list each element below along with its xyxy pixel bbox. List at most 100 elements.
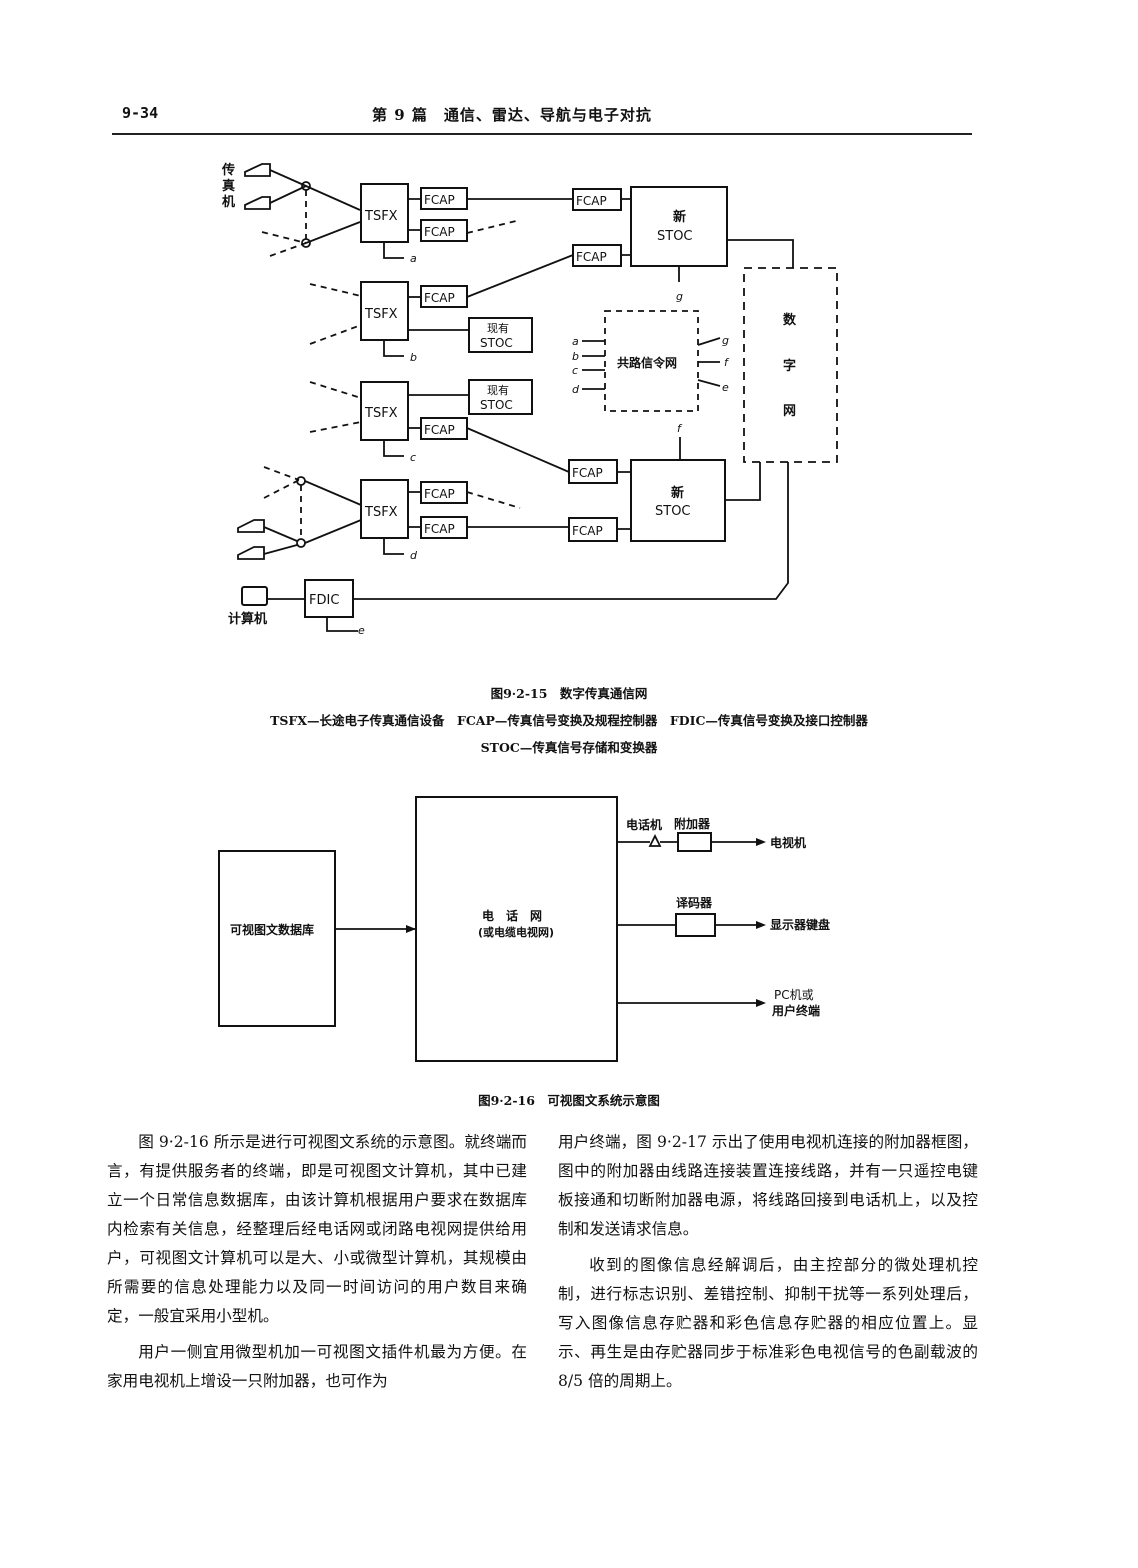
paragraph: 用户终端，图 9·2-17 示出了使用电视机连接的附加器框图，图中的附加器由线路… xyxy=(558,1133,978,1238)
decoder-label: 译码器 xyxy=(676,896,713,910)
figure-digital-fax-network: 传 真 机 TSFX FCAP FCAP a TSFX FCAP 现有 STOC… xyxy=(221,162,838,637)
page-number: 9-34 xyxy=(122,104,159,122)
connection-line xyxy=(353,462,789,600)
port-letter-f: f xyxy=(724,356,730,369)
port-letter-e: e xyxy=(358,624,365,637)
fcap-label: FCAP xyxy=(576,194,607,208)
connection-line xyxy=(305,221,361,244)
connection-line xyxy=(725,462,761,501)
tsfx-label: TSFX xyxy=(364,406,398,421)
port-letter-g: g xyxy=(676,290,683,303)
new-label: 新 xyxy=(671,485,684,501)
network-label-1: 电 话 网 xyxy=(482,908,542,923)
arrow-head xyxy=(756,838,766,846)
database-box xyxy=(218,850,336,1027)
display-label: 显示器键盘 xyxy=(770,917,830,932)
adapter-box xyxy=(677,832,712,852)
fax-machine-icon xyxy=(244,196,271,210)
stoc-label: STOC xyxy=(655,504,691,519)
figure1-legend-2: STOC—传真信号存储和变换器 xyxy=(480,740,658,755)
telephone-icon xyxy=(648,833,662,847)
fcap-label: FCAP xyxy=(424,423,455,437)
dashed-line xyxy=(309,283,362,345)
arrow-head xyxy=(756,921,766,929)
fcap-label: FCAP xyxy=(424,522,455,536)
port-line-c xyxy=(383,440,404,457)
decoder-box xyxy=(675,913,716,937)
digital-label-3: 网 xyxy=(783,404,796,419)
signaling-inputs xyxy=(582,340,605,390)
port-letter-c: c xyxy=(410,451,416,464)
computer-label: 计算机 xyxy=(228,611,267,627)
paragraph: 图 9·2-16 所示是进行可视图文系统的示意图。就终端而言，有提供服务者的终端… xyxy=(107,1133,527,1325)
port-letter-a: a xyxy=(410,252,417,265)
port-line-d xyxy=(383,538,404,555)
pc-label-1: PC机或 xyxy=(774,988,814,1002)
fax-machine-icon xyxy=(237,519,265,533)
dashed-line xyxy=(466,491,521,509)
header-rule xyxy=(112,133,972,135)
port-letter-g: g xyxy=(722,334,729,347)
dashed-line xyxy=(263,466,300,499)
port-letter-e: e xyxy=(722,381,729,394)
pc-label-2: 用户终端 xyxy=(771,1003,820,1018)
port-letter-f: f xyxy=(677,422,683,435)
port-letter-d: d xyxy=(410,549,418,562)
connection-line xyxy=(408,491,421,528)
tsfx-label: TSFX xyxy=(364,209,398,224)
existing-stoc-label: STOC xyxy=(480,336,513,350)
new-label: 新 xyxy=(673,209,686,225)
adapter-label: 附加器 xyxy=(674,816,711,831)
digital-label-1: 数 xyxy=(783,312,797,328)
digital-label-2: 字 xyxy=(783,358,796,374)
connection-line xyxy=(269,169,361,211)
existing-label: 现有 xyxy=(487,383,509,397)
fcap-label: FCAP xyxy=(424,225,455,239)
fax-machine-icon xyxy=(244,163,271,177)
connection-line xyxy=(621,198,631,256)
arrow-head xyxy=(756,999,766,1007)
stoc-label: STOC xyxy=(657,229,693,244)
port-letter-c: c xyxy=(572,364,578,377)
connection-line xyxy=(727,239,794,268)
telephone-network-box xyxy=(415,796,618,1062)
arrow-head xyxy=(406,925,416,933)
section-title: 第 9 篇 通信、雷达、导航与电子对抗 xyxy=(372,106,652,124)
fax-machine-icon xyxy=(237,546,265,560)
dashed-line xyxy=(466,219,521,234)
port-letter-a: a xyxy=(572,335,579,348)
fax-label-1: 传 xyxy=(221,162,235,178)
connection-line xyxy=(408,198,421,231)
signaling-network-box xyxy=(604,310,699,412)
figure1-caption: 图9·2-15 数字传真通信网 xyxy=(490,686,648,701)
port-line-b xyxy=(383,340,404,357)
signaling-outputs xyxy=(697,337,721,387)
tsfx-label: TSFX xyxy=(364,307,398,322)
figure2-caption: 图9·2-16 可视图文系统示意图 xyxy=(478,1093,660,1108)
port-letter-b: b xyxy=(572,350,579,363)
new-stoc-box-top xyxy=(630,186,728,267)
fax-label-2: 真 xyxy=(222,178,235,194)
existing-stoc-label: STOC xyxy=(480,398,513,412)
paragraph: 用户一侧宜用微型机加一可视图文插件机最为方便。在家用电视机上增设一只附加器，也可… xyxy=(107,1343,527,1390)
network-label-2: (或电缆电视网) xyxy=(478,925,554,939)
existing-stoc-box-1 xyxy=(468,317,533,353)
fcap-box xyxy=(420,219,468,242)
tv-label: 电视机 xyxy=(770,835,806,850)
dashed-line xyxy=(309,381,362,433)
junction-node xyxy=(296,538,306,548)
phone-label: 电话机 xyxy=(626,817,662,832)
figure1-legend-1: TSFX—长途电子传真通信设备 FCAP—传真信号变换及规程控制器 FDIC—传… xyxy=(270,713,868,728)
fcap-label: FCAP xyxy=(572,466,603,480)
body-left-column: 图 9·2-16 所示是进行可视图文系统的示意图。就终端而言，有提供服务者的终端… xyxy=(107,1128,527,1396)
connection-line xyxy=(304,480,362,544)
database-label: 可视图文数据库 xyxy=(230,922,314,937)
fcap-label: FCAP xyxy=(572,524,603,538)
signaling-network-label: 共路信令网 xyxy=(617,355,677,370)
port-letter-d: d xyxy=(572,383,580,396)
computer-icon xyxy=(241,586,268,606)
connection-line xyxy=(466,427,570,473)
fcap-label: FCAP xyxy=(424,487,455,501)
paragraph: 收到的图像信息经解调后，由主控部分的微处理机控制，进行标志识别、差错控制、抑制干… xyxy=(558,1256,978,1390)
body-right-column: 用户终端，图 9·2-17 示出了使用电视机连接的附加器框图，图中的附加器由线路… xyxy=(558,1128,978,1396)
